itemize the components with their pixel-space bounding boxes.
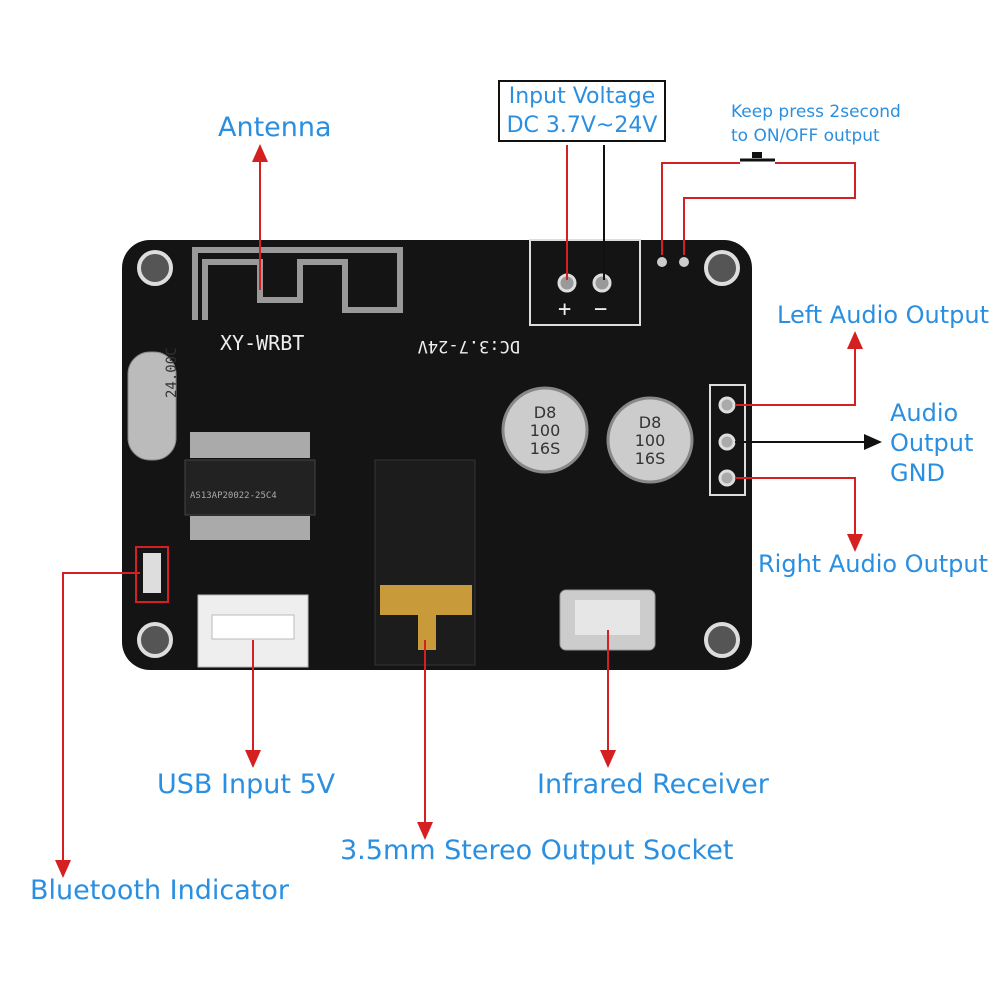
bluetooth-led xyxy=(135,546,169,603)
keep-press-label-1: Keep press 2second xyxy=(731,102,901,122)
keep-press-label-2: to ON/OFF output xyxy=(731,126,880,146)
minus-silk: − xyxy=(594,297,607,322)
cap-marking: D8 xyxy=(534,403,557,422)
cap-marking: 16S xyxy=(635,449,666,468)
bluetooth-indicator-label: Bluetooth Indicator xyxy=(30,875,289,906)
cap-marking: 16S xyxy=(530,439,561,458)
cap-marking: D8 xyxy=(639,413,662,432)
cap-marking: 100 xyxy=(530,421,561,440)
usb-input-label: USB Input 5V xyxy=(157,769,336,800)
callout-arrows xyxy=(55,144,863,878)
push-button-icon xyxy=(740,152,775,162)
right-audio-label: Right Audio Output xyxy=(758,550,989,578)
infrared-label: Infrared Receiver xyxy=(537,769,769,800)
antenna-trace xyxy=(192,247,403,320)
audio-output-gnd-label: Audio Output GND xyxy=(890,398,973,488)
mounting-holes xyxy=(137,250,740,658)
plus-silk: + xyxy=(558,297,571,322)
board-model-silk: XY-WRBT xyxy=(220,331,304,355)
gnd-line1: Audio xyxy=(890,399,959,427)
stereo-socket-label: 3.5mm Stereo Output Socket xyxy=(340,835,734,866)
gnd-line3: GND xyxy=(890,459,946,487)
input-voltage-line2: DC 3.7V~24V xyxy=(506,113,658,138)
bluetooth-chip xyxy=(184,459,316,516)
left-audio-label: Left Audio Output xyxy=(777,301,989,329)
input-voltage-line1: Input Voltage xyxy=(508,84,656,109)
chip-marking: AS13AP20022-25C4 xyxy=(190,491,277,501)
crystal xyxy=(127,351,177,461)
pcb-board xyxy=(122,240,752,670)
capacitors xyxy=(501,386,694,484)
gnd-line2: Output xyxy=(890,429,974,457)
crystal-marking: 24.00C xyxy=(164,347,180,398)
dc-marking-silk: DC:3.7-24V xyxy=(418,336,520,356)
cap-marking: 100 xyxy=(635,431,666,450)
antenna-label: Antenna xyxy=(218,112,332,143)
input-voltage-label: Input Voltage DC 3.7V~24V xyxy=(498,80,666,142)
audio-header xyxy=(709,384,746,496)
